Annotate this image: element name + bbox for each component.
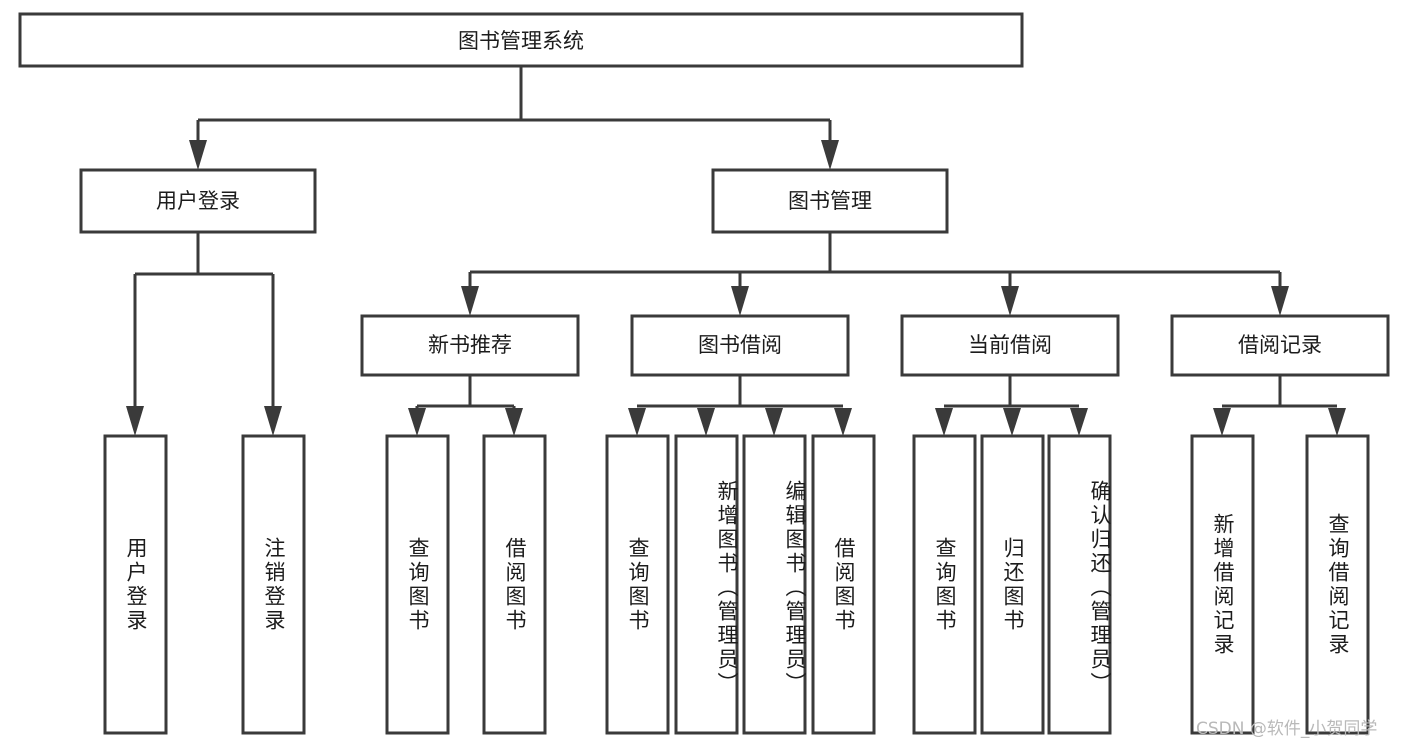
node-new-book-recommend-box[interactable] [360,314,580,377]
leaf-box-query-book-3[interactable] [912,434,977,735]
node-borrow-record[interactable]: 借阅记录 [1170,314,1390,377]
arrowhead-leaf-query-book-2 [628,408,646,436]
arrowhead-leaf-add-book [697,408,715,436]
node-book-management-box[interactable] [711,168,949,234]
connector-group-root [189,66,839,170]
leaf-box-query-record[interactable] [1305,434,1370,735]
leaf-box-user-logout[interactable] [241,434,306,735]
arrowhead-book-management [821,140,839,170]
node-user-login-box[interactable] [79,168,317,234]
arrowhead-leaf-user-logout [264,406,282,436]
arrowhead-leaf-user-login [126,406,144,436]
node-book-borrow[interactable]: 图书借阅 [630,314,850,377]
arrowhead-leaf-query-book-1 [408,408,426,436]
node-book-management[interactable]: 图书管理 [711,168,949,234]
arrowhead-leaf-return-book [1003,408,1021,436]
connector-group-borrow-record [1213,375,1346,436]
leaf-box-confirm-return[interactable] [1047,434,1112,735]
connector-group-current-borrow [935,375,1088,436]
leaf-box-return-book[interactable] [980,434,1045,735]
connector-group-new-book-recommend [408,375,523,436]
leaf-box-query-book-1[interactable] [385,434,450,735]
leaf-box-user-login[interactable] [103,434,168,735]
node-current-borrow-box[interactable] [900,314,1120,377]
node-borrow-record-box[interactable] [1170,314,1390,377]
arrowhead-leaf-query-book-3 [935,408,953,436]
connector-group-book-management [461,232,1289,316]
leaf-box-borrow-book-1[interactable] [482,434,547,735]
arrowhead-new-book-recommend [461,286,479,316]
node-root-label: 图书管理系统 [458,29,584,53]
arrowhead-leaf-borrow-book-1 [505,408,523,436]
node-root[interactable]: 图书管理系统 [18,12,1024,68]
node-book-borrow-box[interactable] [630,314,850,377]
connector-group-book-borrow [628,375,852,436]
node-new-book-recommend-label: 新书推荐 [428,333,512,357]
node-current-borrow-label: 当前借阅 [968,333,1052,357]
node-borrow-record-label: 借阅记录 [1238,333,1322,357]
node-current-borrow[interactable]: 当前借阅 [900,314,1120,377]
arrowhead-borrow-record [1271,286,1289,316]
connector-group-user-login [126,232,282,436]
csdn-watermark: CSDN @软件_小贺同学 [1196,719,1378,739]
node-user-login-label: 用户登录 [156,189,240,213]
arrowhead-leaf-add-record [1213,408,1231,436]
leaf-box-query-book-2[interactable] [605,434,670,735]
leaf-box-edit-book[interactable] [742,434,807,735]
arrowhead-leaf-query-record [1328,408,1346,436]
leaf-box-add-book[interactable] [674,434,739,735]
node-root-box[interactable] [18,12,1024,68]
node-book-management-label: 图书管理 [788,189,872,213]
arrowhead-leaf-confirm-return [1070,408,1088,436]
arrowhead-user-login [189,140,207,170]
arrowhead-book-borrow [731,286,749,316]
leaf-box-borrow-book-2[interactable] [811,434,876,735]
leaf-box-add-record[interactable] [1190,434,1255,735]
node-new-book-recommend[interactable]: 新书推荐 [360,314,580,377]
arrowhead-leaf-edit-book [765,408,783,436]
arrowhead-current-borrow [1001,286,1019,316]
node-book-borrow-label: 图书借阅 [698,333,782,357]
node-user-login[interactable]: 用户登录 [79,168,317,234]
arrowhead-leaf-borrow-book-2 [834,408,852,436]
